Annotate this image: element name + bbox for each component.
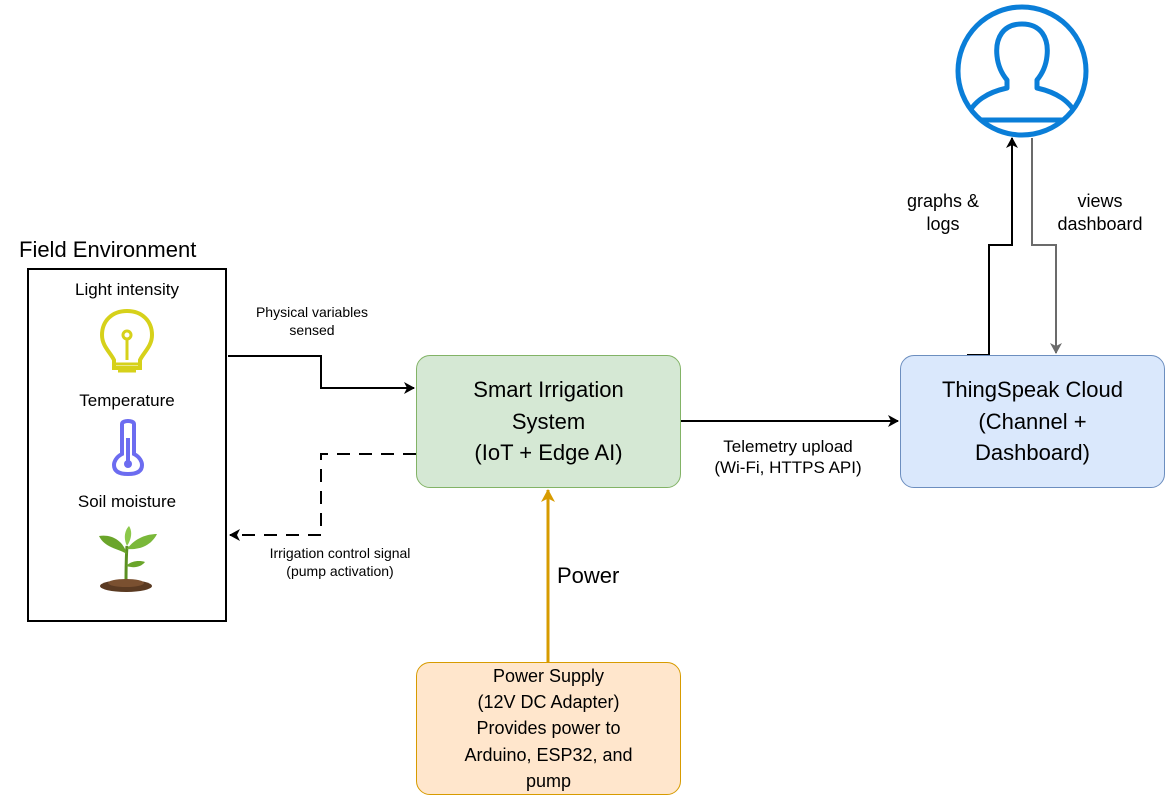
thermometer-icon xyxy=(111,419,145,476)
views-dashboard-label: views dashboard xyxy=(1057,191,1143,234)
power-supply-node: Power Supply (12V DC Adapter) Provides p… xyxy=(416,662,681,795)
control-edge xyxy=(229,453,416,541)
telemetry-label: Telemetry upload (Wi-Fi, HTTPS API) xyxy=(714,437,862,478)
control-label: Irrigation control signal (pump activati… xyxy=(245,545,435,580)
power-label: Power xyxy=(555,563,622,589)
field-environment-title: Field Environment xyxy=(19,237,197,262)
user-icon xyxy=(955,4,1089,138)
plant-icon xyxy=(99,526,157,592)
sensed-edge xyxy=(228,355,415,394)
sensed-label: Physical variables sensed xyxy=(255,304,369,338)
thingspeak-cloud-node: ThingSpeak Cloud (Channel + Dashboard) xyxy=(900,355,1165,488)
field-environment-box: Light intensity Temperature Soil moistur… xyxy=(27,268,227,622)
smart-irrigation-system-node: Smart Irrigation System (IoT + Edge AI) xyxy=(416,355,681,488)
views-edge xyxy=(1031,138,1062,354)
light-intensity-label: Light intensity xyxy=(75,280,179,299)
soil-moisture-label: Soil moisture xyxy=(77,492,177,511)
lightbulb-icon xyxy=(99,308,155,373)
graphs-logs-label: graphs & logs xyxy=(906,191,980,234)
graphs-edge xyxy=(967,137,1018,356)
temperature-label: Temperature xyxy=(79,391,175,410)
